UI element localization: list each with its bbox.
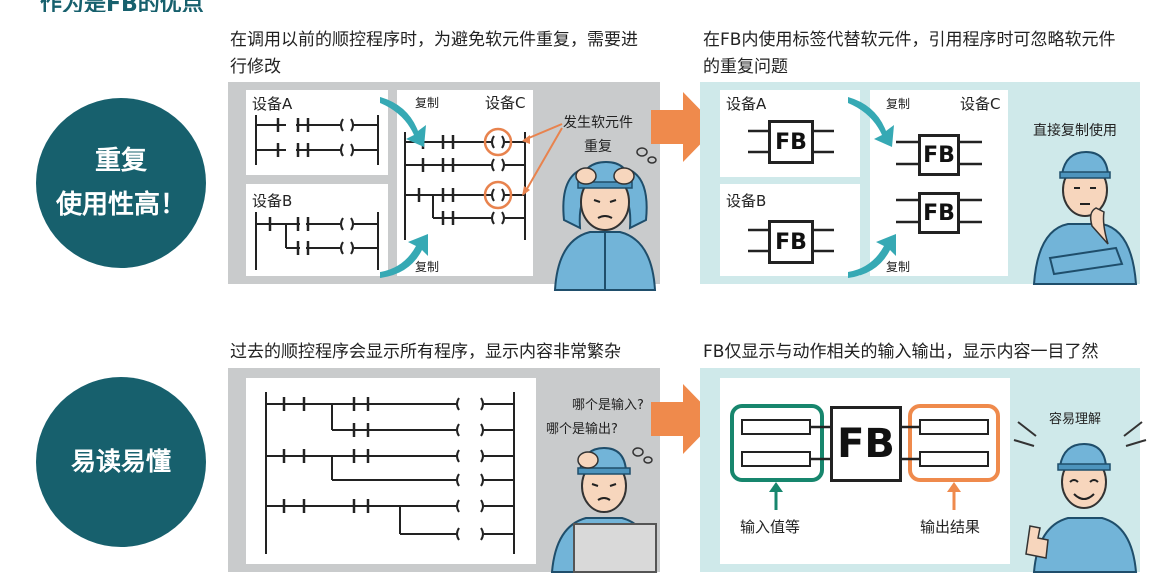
copy-arrow-bottom-icon [380,234,428,278]
copy-arrow-top-icon [380,97,426,147]
fb-device-c-label: 设备C [960,95,1001,113]
excitement-lines-icon [1013,421,1147,447]
conflict-pointer-lines [522,123,563,196]
reusability-circle: 重复 使用性高！ [36,98,206,268]
reuse-left-caption-line2: 行修改 [230,57,281,77]
question-input: 哪个是输入? [572,398,644,413]
fb-block-c1: FB [918,134,960,176]
device-c-ladder [404,127,526,240]
thinking-worker-illustration [1032,150,1138,285]
reuse-left-caption-line1: 在调用以前的顺控程序时，为避免软元件重复，需要进 [230,30,638,50]
device-a-ladder [255,115,379,165]
device-b-ladder [255,212,379,270]
device-b-label: 设备B [252,192,293,210]
fb-block-b: FB [768,220,814,264]
worried-worker-illustration [553,147,657,291]
transition-arrow-2-icon [651,384,717,454]
fb-device-a-label: 设备A [726,95,767,113]
fb-block-a: FB [768,120,814,164]
fb-copy-label-bottom: 复制 [886,260,911,274]
reuse-left-caption: 在调用以前的顺控程序时，为避免软元件重复，需要进 行修改 [230,27,638,81]
reusability-title-line2: 使用性高！ [55,190,186,220]
reuse-right-caption-line2: 的重复问题 [703,57,788,77]
readability-circle: 易读易懂 [36,377,206,547]
reuse-right-caption: 在FB内使用标签代替软元件，引用程序时可忽略软元件 的重复问题 [703,27,1115,81]
fb-copy-arrow-top-icon [848,97,894,147]
readability-title: 易读易懂 [70,447,171,476]
transition-arrow-1-icon [651,92,717,162]
easy-understand-label: 容易理解 [1049,412,1102,427]
question-output: 哪个是输出? [546,422,618,437]
full-ladder-program-box [246,378,536,564]
fb-device-b-label: 设备B [726,192,767,210]
fb-device-c-pins [896,140,982,224]
device-a-label: 设备A [252,95,293,113]
output-result-label: 输出结果 [920,518,981,536]
fb-copy-label-top: 复制 [886,97,911,111]
conflict-label-line2: 重复 [584,139,612,155]
copy-label-top: 复制 [415,96,440,110]
fb-block-main: FB [830,406,902,482]
happy-worker-illustration [1025,442,1138,573]
confused-worker-laptop-illustration [550,446,658,573]
top-heading-strip: 作为是FB的优点 [0,0,1176,12]
reusability-title-line1: 重复 [94,146,147,176]
copy-label-bottom: 复制 [415,260,440,274]
conflict-label-line1: 发生软元件 [563,115,633,131]
fb-io-diagram [730,404,1000,510]
read-left-caption: 过去的顺控程序会显示所有程序，显示内容非常繁杂 [230,342,621,362]
device-a-program-box: 设备A [246,90,388,175]
read-right-caption: FB仅显示与动作相关的输入输出，显示内容一目了然 [703,342,1099,362]
input-values-label: 输入值等 [740,518,801,536]
fb-block-c2: FB [918,192,960,234]
reuse-right-caption-line1: 在FB内使用标签代替软元件，引用程序时可忽略软元件 [703,30,1116,50]
fb-io-box: FB 输入值等 输出结果 [720,378,1010,564]
fb-device-a-box: 设备A FB [720,90,860,177]
fb-copy-arrow-bottom-icon [848,234,896,278]
fb-device-b-box: 设备B FB [720,184,860,276]
top-heading: 作为是FB的优点 [40,0,204,12]
fb-device-a-pins [748,129,834,154]
full-ladder-diagram [265,392,515,554]
device-b-program-box: 设备B [246,184,388,276]
fb-device-b-pins [748,228,834,253]
device-c-label: 设备C [485,94,526,112]
direct-copy-label: 直接复制使用 [1033,123,1117,139]
